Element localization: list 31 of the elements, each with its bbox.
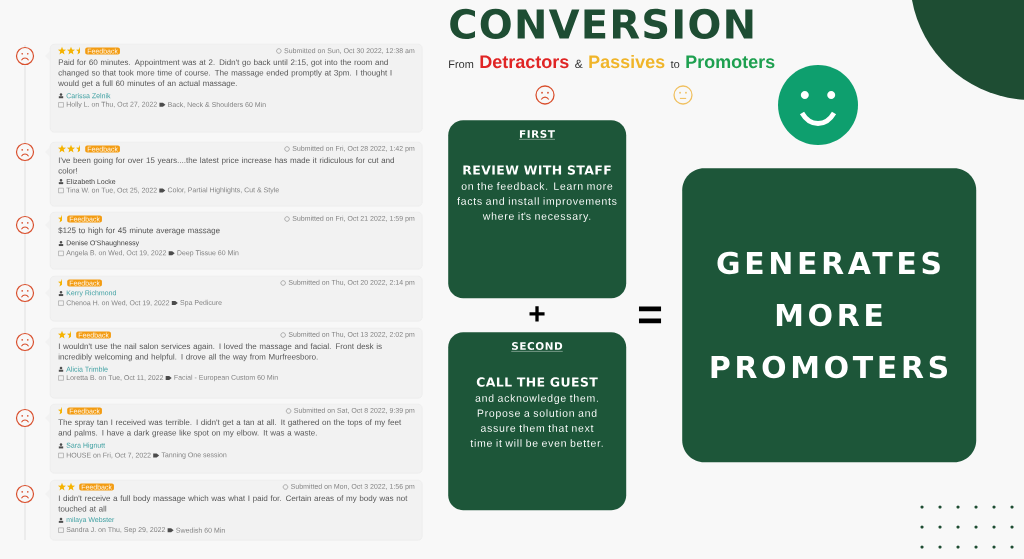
review-text: $125 to high for 45 minute average massage xyxy=(58,227,220,235)
subtitle-text: From xyxy=(449,60,474,69)
review-card xyxy=(45,404,423,474)
review-text: I wouldn't use the nail salon services again. I loved the massage and facial. Front desk is incredibly welcoming and helpful. I drove all the way from Murfreesboro. xyxy=(58,343,382,362)
step-box xyxy=(448,120,627,299)
step-heading: FIRST xyxy=(518,130,556,140)
review-card xyxy=(45,44,423,133)
review-text: I didn't receive a full body massage which was what I paid for. Certain areas of my body was not touched at all xyxy=(58,495,408,512)
step-heading: SECOND xyxy=(511,342,563,352)
detractors-word: Detractors xyxy=(480,55,569,69)
review-card xyxy=(45,480,423,541)
step-box xyxy=(448,332,627,511)
equals-sign: = xyxy=(639,306,662,324)
result-box: GENERATES MORE PROMOTERS xyxy=(682,168,977,463)
passives-word: Passives xyxy=(589,54,665,69)
review-text: Paid for 60 minutes. Appointment was at 2. Didn't go back until 2:15, got into the room and changed so that took more time of course. The massage ended promptly at 3pm. I thought I would get a full 60 minutes of an actual massage. xyxy=(58,59,392,88)
title: CONVERSION xyxy=(450,8,753,40)
review-card xyxy=(45,142,423,207)
subtitle-text: to xyxy=(670,60,680,69)
review-card xyxy=(45,212,423,270)
review-card xyxy=(45,276,423,322)
step-description: on the feedback. Learn more facts and install improvements where it's necessary. xyxy=(457,182,617,222)
plus-sign: + xyxy=(529,306,545,322)
promoters-word: Promoters xyxy=(686,55,775,69)
review-card xyxy=(45,328,423,399)
step-description: and acknowledge them. Propose a solution and assure them that next time it will be even better. xyxy=(470,394,603,447)
subtitle-text: & xyxy=(575,59,583,69)
step-title: CALL THE GUEST xyxy=(476,377,598,387)
step-title: REVIEW WITH STAFF xyxy=(463,165,611,175)
review-text: The spray tan I received was terrible. I didn't get a tan at all. It gathered on the tops of my feet and palms. I have a dark grease like spot on my elbow. It was a waste. xyxy=(58,419,402,438)
review-text: I've been going for over 15 years....the latest price increase has made it ridiculous for cut and color! xyxy=(58,157,394,174)
